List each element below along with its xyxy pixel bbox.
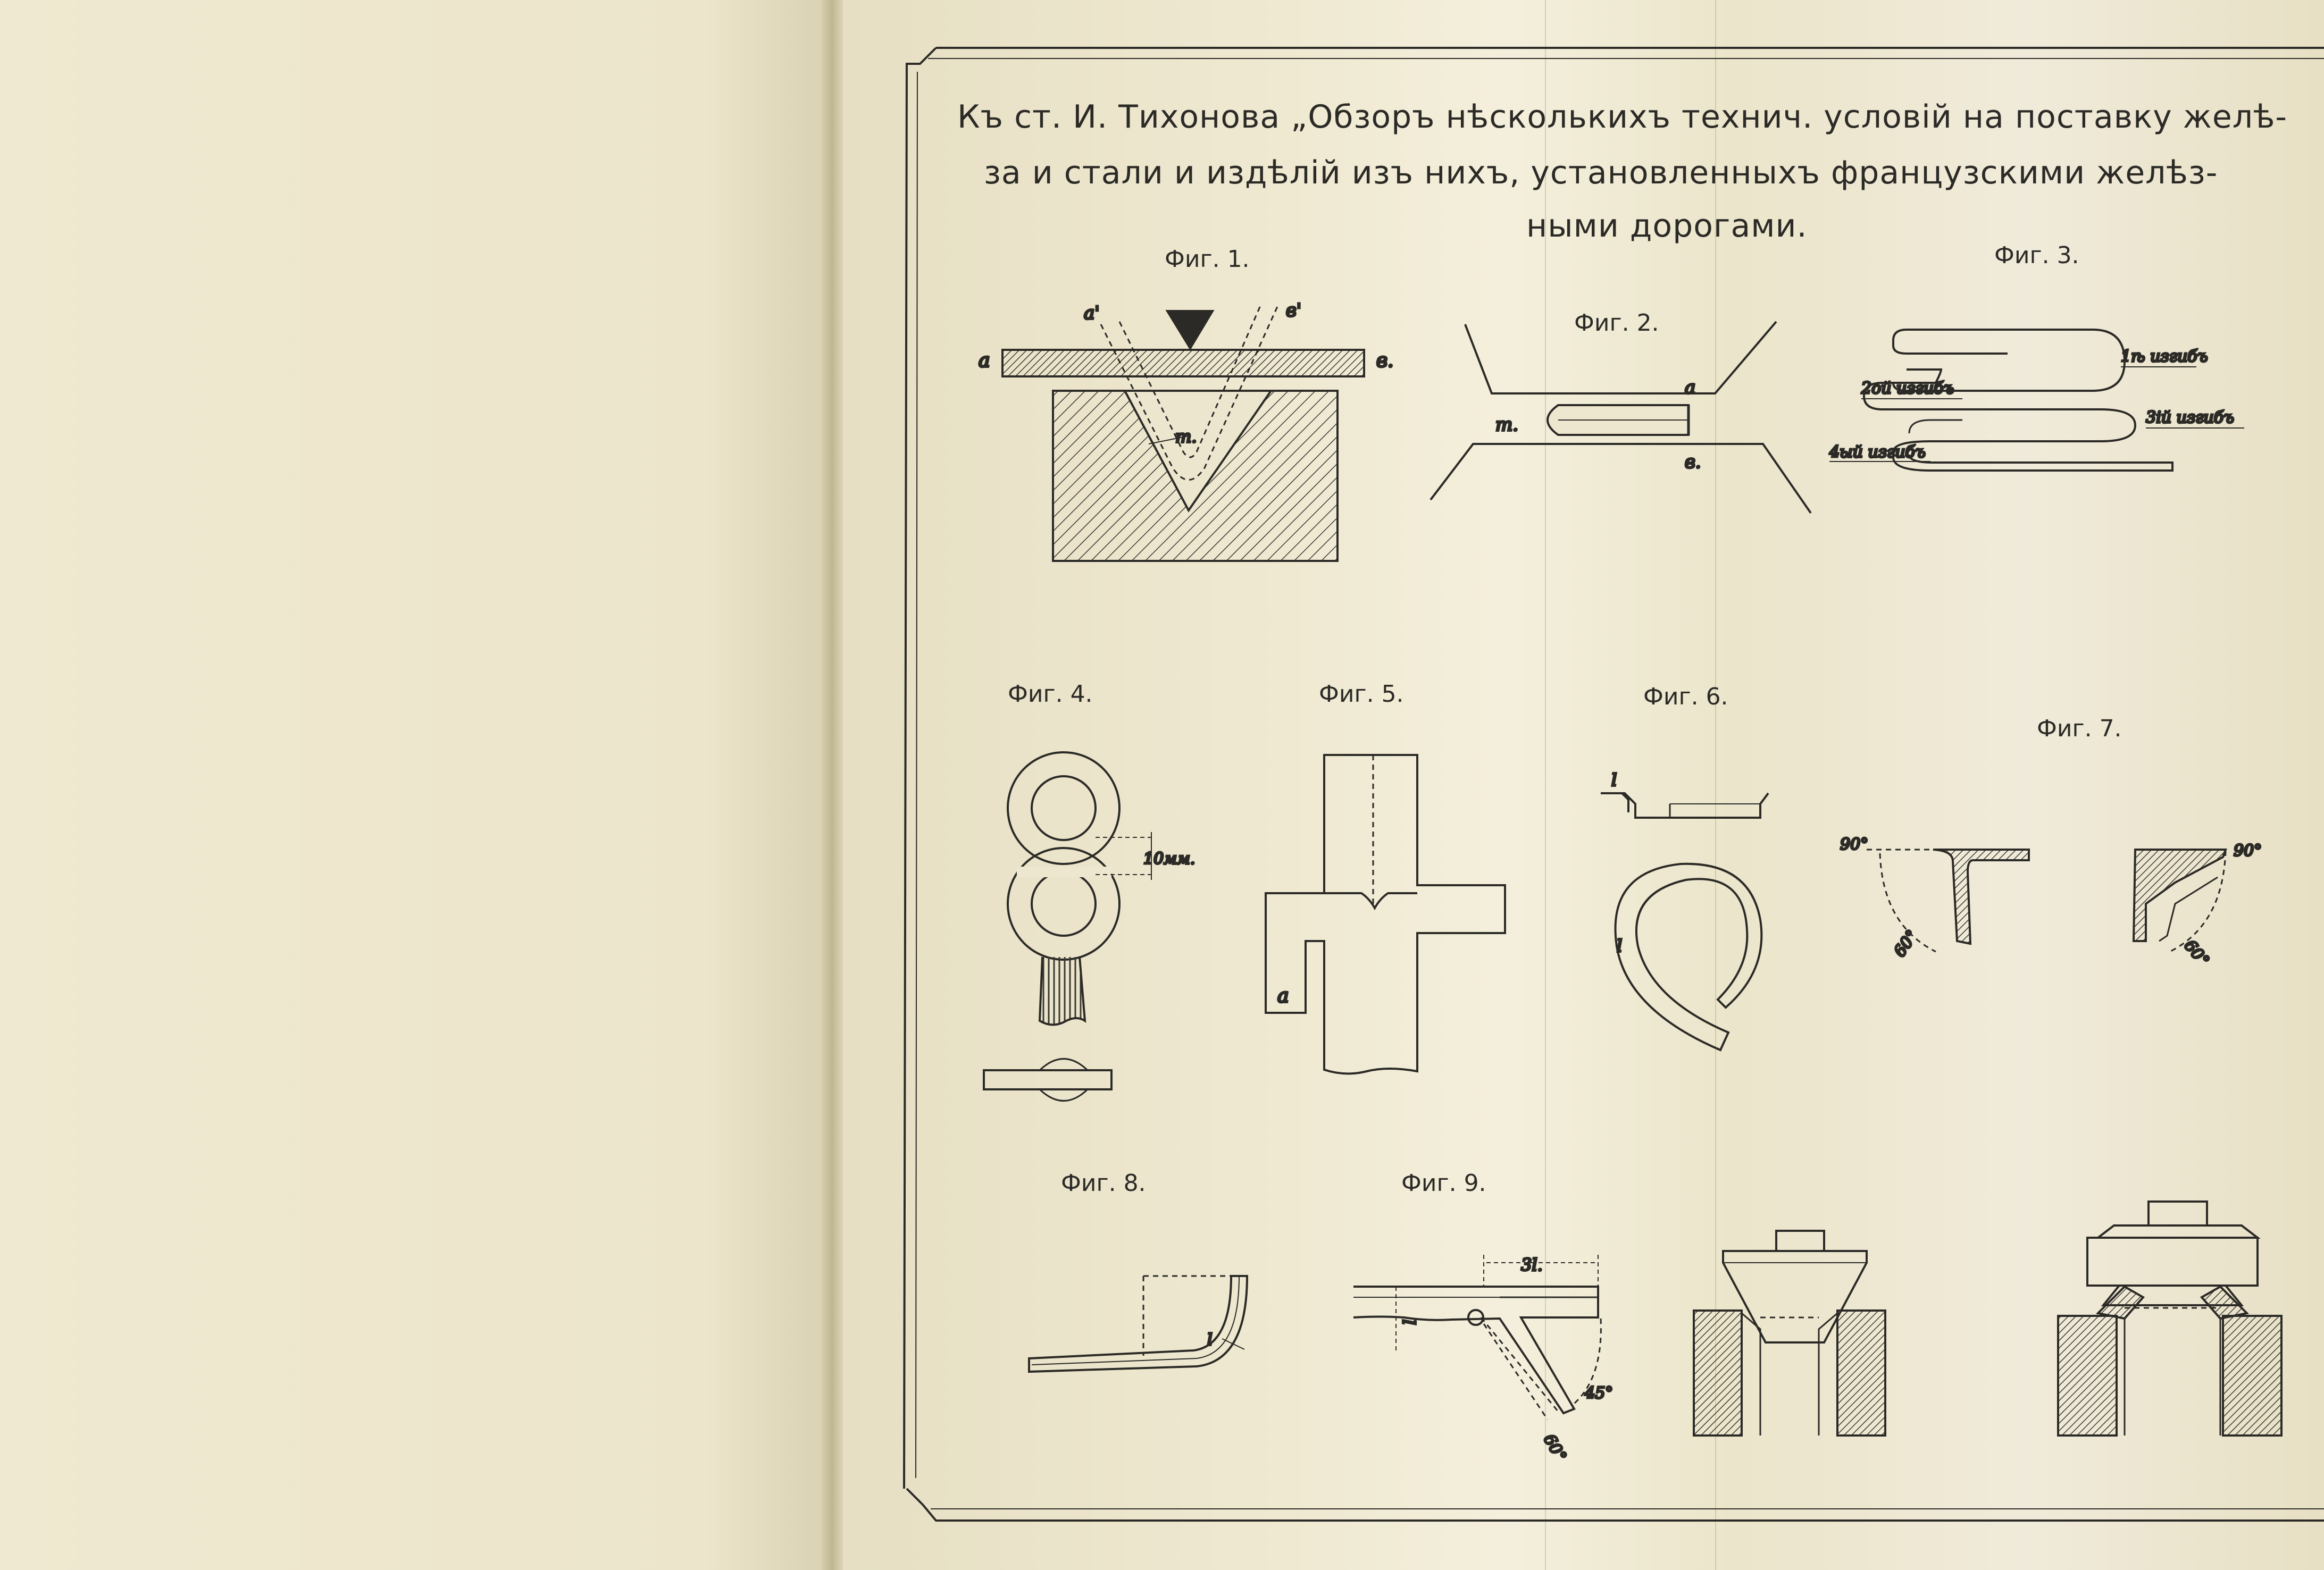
book-gutter [822, 0, 843, 1570]
fig9-angled-bend: 3l. l 45° 60° [1353, 1254, 1614, 1466]
fig7-angle-90-right: 90° [2234, 842, 2262, 860]
fig3-bend-1 [1892, 329, 2126, 392]
fig2-flattening-test: m. a в. [1429, 321, 1812, 514]
fig1-punch-icon [1165, 310, 1215, 350]
fig1-label: Фиг. 1. [1165, 246, 1250, 273]
plate-border [903, 47, 2324, 1522]
fig3-label: Фиг. 3. [1994, 242, 2079, 269]
fig3-folded-plate: 1ѣ изгибъ 2ой изгибъ 3ій изгибъ 4ый изги… [1828, 329, 2244, 472]
fig5-split-bar: a [1265, 754, 1506, 1075]
right-plate-page [843, 0, 2324, 1570]
fig8-bar [1028, 1275, 1249, 1373]
fig9-label: Фиг. 9. [1401, 1170, 1486, 1197]
fig6-label-l-side: l [1617, 936, 1622, 956]
left-blank-page [0, 0, 830, 1570]
fig7-angle-bend: 90° 60° 90° 60° [1839, 834, 2263, 971]
fig4-washer [983, 1069, 1113, 1090]
fig1-label-a-prime: a' [1084, 303, 1100, 324]
paper-fold [1715, 0, 1716, 1570]
rig2-punch [2086, 1237, 2259, 1287]
fig9-hole [1467, 1309, 1484, 1326]
fig1-label-b-prime: в' [1286, 300, 1301, 321]
fig1-label-m: m. [1175, 426, 1197, 447]
fig6-label: Фиг. 6. [1643, 683, 1728, 710]
fig6-flanged-plate: l l [1601, 769, 1769, 1052]
fig2-lower-jaw [1429, 443, 1812, 514]
fig5-label-a: a [1277, 985, 1289, 1007]
fig3-bend-4 [1892, 440, 2173, 472]
fig2-label-a: a [1685, 377, 1695, 398]
title-line-2: за и стали и издѣлій изъ нихъ, установле… [984, 154, 2218, 191]
fig3-bend-2 [1862, 368, 1943, 410]
fig7-angle-60-left: 60° [1891, 927, 1922, 961]
fig8-label: Фиг. 8. [1061, 1170, 1146, 1197]
fig7-right-angle [2132, 849, 2227, 942]
fig6-curl [1614, 862, 1763, 1052]
fig9-label-3l: 3l. [1521, 1255, 1543, 1275]
expansion-test-rig-1 [1693, 1230, 1886, 1437]
fig9-label-l: l [1400, 1320, 1420, 1325]
fig4-dim-10mm: 10мм. [1143, 850, 1195, 868]
fig9-angle-60: 60° [1540, 1431, 1570, 1465]
fig4-upper-eye [1007, 751, 1121, 865]
paper-fold [1545, 0, 1546, 1570]
fig3-label-bend1: 1ѣ изгибъ [2121, 347, 2208, 366]
fig7-label: Фиг. 7. [2037, 715, 2122, 742]
fig3-label-bend3: 3ій изгибъ [2146, 408, 2234, 427]
fig5-outline [1265, 754, 1506, 1075]
fig7-angle-60-right: 60° [2180, 936, 2213, 970]
rig2-right-die [2222, 1315, 2283, 1437]
fig6-label-l-top: l [1611, 770, 1617, 790]
rig1-left-die [1693, 1309, 1743, 1437]
expansion-test-rig-2 [2057, 1200, 2283, 1437]
fig3-label-bend2: 2ой изгибъ [1861, 379, 1954, 398]
fig8-bent-bar: l [1028, 1275, 1249, 1373]
rig1-right-die [1836, 1309, 1886, 1437]
fig4-shank [1038, 956, 1086, 1026]
fig1-bend-test-die: a в. a' в' m. [977, 299, 1394, 562]
fig1-bar [1001, 349, 1365, 377]
fig9-angle-45: 45° [1584, 1384, 1613, 1403]
fig2-label-m: m. [1495, 414, 1518, 435]
fig1-label-b: в. [1376, 350, 1393, 372]
fig3-bend-3 [1880, 408, 2137, 442]
fig2-label-b: в. [1685, 451, 1701, 473]
fig5-label: Фиг. 5. [1319, 681, 1404, 708]
title-line-3: ными дорогами. [1526, 207, 1808, 245]
fig2-upper-jaw [1464, 321, 1777, 394]
fig4-label: Фиг. 4. [1008, 681, 1093, 708]
fig8-label-l: l [1207, 1331, 1213, 1349]
fig9-bar [1353, 1286, 1599, 1415]
fig1-label-a: a [979, 350, 990, 372]
fig7-left-angle [1933, 849, 2030, 945]
title-line-1: Къ ст. И. Тихонова „Обзоръ нѣсколькихъ т… [957, 98, 2288, 136]
rig2-left-die [2057, 1315, 2118, 1437]
fig2-label: Фиг. 2. [1574, 309, 1659, 337]
fig3-label-bend4: 4ый изгибъ [1829, 443, 1926, 461]
fig7-angle-90-left: 90° [1840, 835, 1868, 854]
fig4-eye-bolt: 10мм. [983, 751, 1196, 1102]
